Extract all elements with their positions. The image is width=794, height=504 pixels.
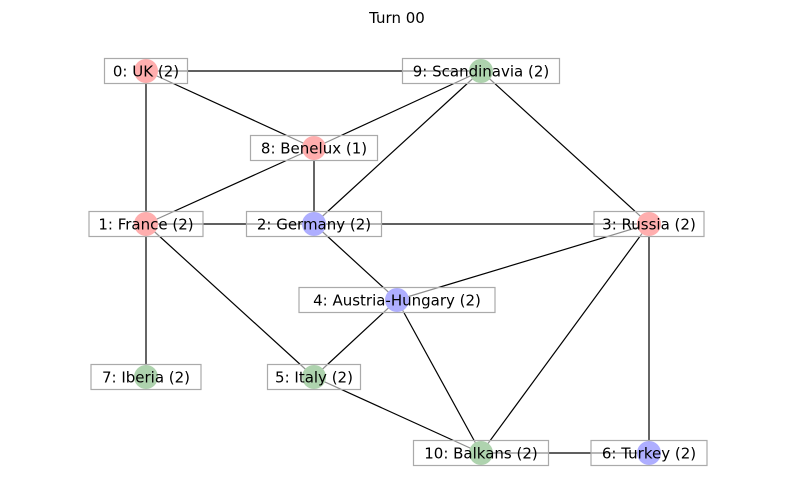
edge-9-3 bbox=[480, 70, 650, 225]
edges-layer bbox=[145, 70, 650, 454]
labels-layer: 0: UK (2) 1: France (2) 2: Germany (2) 3: R… bbox=[88, 57, 708, 467]
node-label-box bbox=[266, 363, 362, 391]
node-label-10: 10: Balkans (2) bbox=[412, 439, 550, 467]
node-label-text: 2: Germany (2) bbox=[257, 216, 371, 234]
node-label-text: 6: Turkey (2) bbox=[602, 445, 696, 463]
node-label-text: 4: Austria-Hungary (2) bbox=[313, 292, 481, 310]
node-label-text: 9: Scandinavia (2) bbox=[413, 63, 549, 81]
node-label-5: 5: Italy (2) bbox=[266, 363, 362, 391]
nodes-layer bbox=[134, 59, 661, 465]
node-label-box bbox=[249, 134, 379, 162]
node-label-3: 3: Russia (2) bbox=[593, 210, 705, 238]
node-label-6: 6: Turkey (2) bbox=[590, 439, 708, 467]
node-label-text: 0: UK (2) bbox=[113, 63, 179, 81]
node-label-box bbox=[401, 57, 561, 85]
node-label-box bbox=[88, 210, 204, 238]
node-label-text: 7: Iberia (2) bbox=[102, 369, 190, 387]
node-label-text: 1: France (2) bbox=[98, 216, 193, 234]
node-label-8: 8: Benelux (1) bbox=[249, 134, 379, 162]
node-label-box bbox=[298, 286, 496, 314]
edge-1-5 bbox=[145, 223, 315, 378]
node-label-9: 9: Scandinavia (2) bbox=[401, 57, 561, 85]
node-label-box bbox=[90, 363, 202, 391]
node-label-box bbox=[103, 57, 189, 85]
node-label-7: 7: Iberia (2) bbox=[90, 363, 202, 391]
edge-9-2 bbox=[313, 70, 482, 225]
graph-title: Turn 00 bbox=[368, 9, 425, 27]
node-label-box bbox=[412, 439, 550, 467]
node-label-text: 5: Italy (2) bbox=[275, 369, 353, 387]
edge-3-10 bbox=[480, 223, 650, 454]
node-label-box bbox=[593, 210, 705, 238]
node-label-1: 1: France (2) bbox=[88, 210, 204, 238]
node-label-4: 4: Austria-Hungary (2) bbox=[298, 286, 496, 314]
node-label-box bbox=[245, 210, 383, 238]
node-label-2: 2: Germany (2) bbox=[245, 210, 383, 238]
node-label-text: 8: Benelux (1) bbox=[261, 140, 367, 158]
node-label-0: 0: UK (2) bbox=[103, 57, 189, 85]
node-label-text: 10: Balkans (2) bbox=[424, 445, 538, 463]
node-label-box bbox=[590, 439, 708, 467]
node-label-text: 3: Russia (2) bbox=[602, 216, 696, 234]
edge-4-10 bbox=[396, 299, 482, 454]
